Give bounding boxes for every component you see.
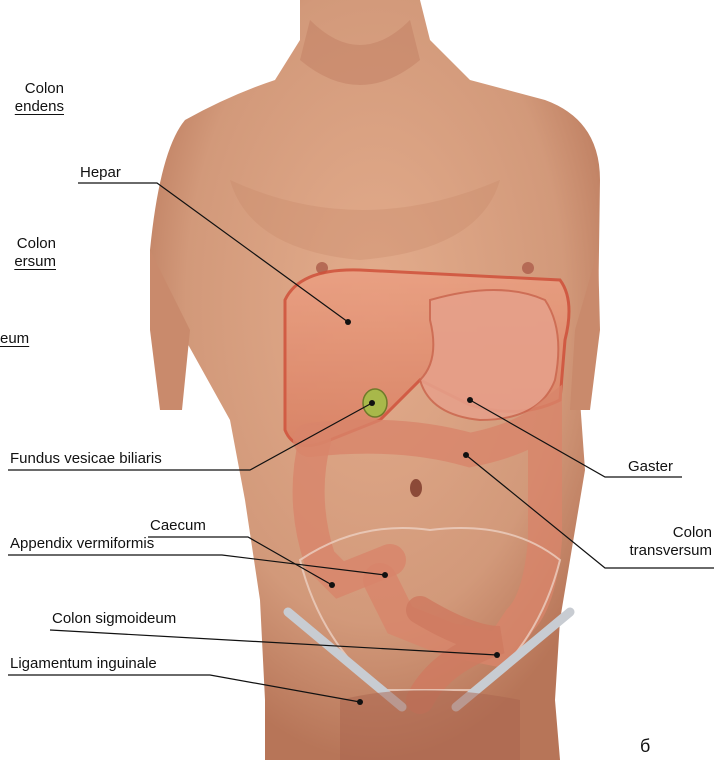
label-colon-ascendens-line2: endens [15,98,64,116]
label-colon-transversum-right-line2: transversum [629,542,712,560]
dot-caecum [329,582,335,588]
dot-colon-transversum [463,452,469,458]
label-caecum: Caecum [150,517,206,535]
label-ileum: eum [0,330,29,348]
nipple-right [522,262,534,274]
groin-shading [340,690,520,760]
label-colon-transversum-right: Colon transversum [629,524,712,560]
label-fundus-vesicae-biliaris: Fundus vesicae biliaris [10,450,162,468]
label-colon-sigmoideum: Colon sigmoideum [52,610,176,628]
label-appendix-vermiformis: Appendix vermiformis [10,535,154,553]
label-gaster: Gaster [628,458,673,476]
label-colon-ascendens: Colon endens [15,80,64,116]
stomach [420,290,558,420]
label-colon-ascendens-line1: Colon [15,80,64,98]
label-colon-transversum-right-line1: Colon [629,524,712,542]
dot-ligamentum [357,699,363,705]
label-colon-transversum-left-line2: ersum [14,253,56,271]
dot-sigmoideum [494,652,500,658]
label-ligamentum-inguinale: Ligamentum inguinale [10,655,157,673]
figure-letter: б [640,737,650,755]
navel [410,479,422,497]
label-hepar: Hepar [80,164,121,182]
dot-fundus [369,400,375,406]
dot-hepar [345,319,351,325]
dot-gaster [467,397,473,403]
label-colon-transversum-left: Colon ersum [14,235,56,271]
label-colon-transversum-left-line1: Colon [14,235,56,253]
dot-appendix [382,572,388,578]
